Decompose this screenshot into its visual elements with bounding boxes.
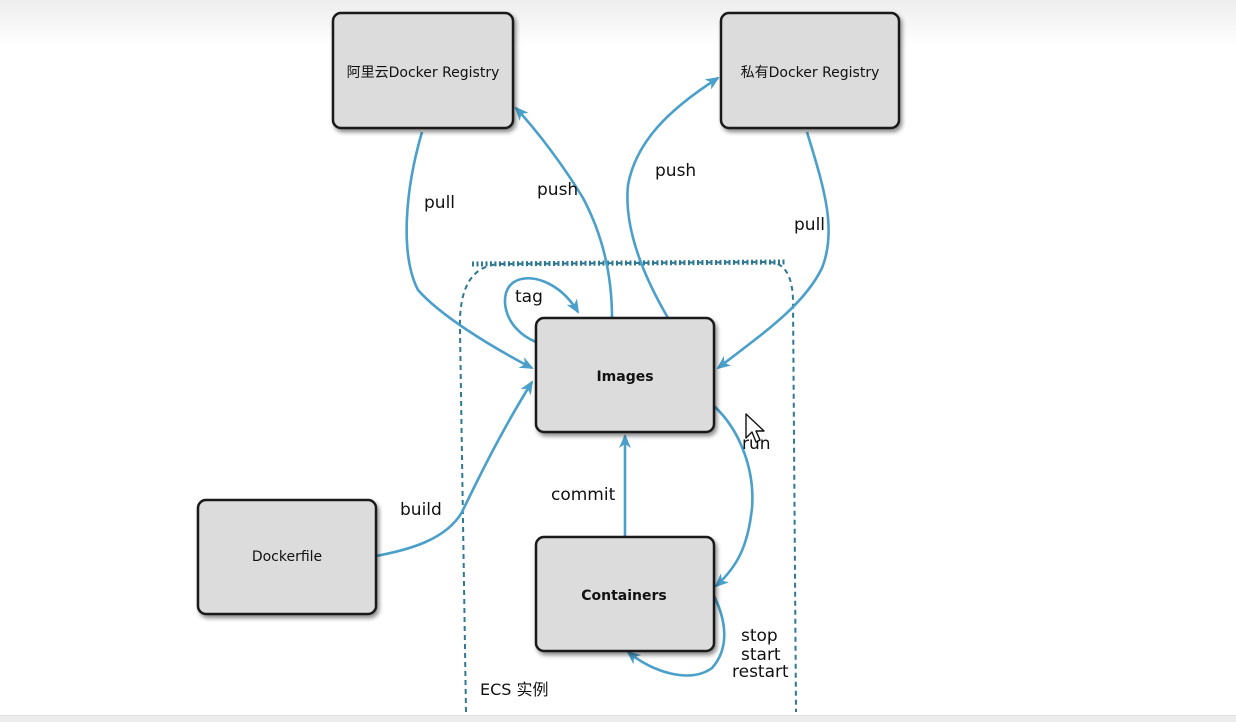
node-private-registry: 私有Docker Registry (719, 11, 901, 130)
edge-pull-from-private (716, 131, 830, 370)
edges (375, 76, 830, 677)
node-aliyun-registry-label: 阿里云Docker Registry (347, 65, 500, 81)
ecs-group-label: ECS 实例 (480, 680, 549, 699)
edge-build (375, 380, 534, 558)
node-containers-label: Containers (581, 588, 667, 604)
edge-container-ops-loop (626, 595, 726, 677)
node-containers: Containers (534, 535, 716, 653)
ecs-instance-group: ECS 实例 (458, 259, 797, 713)
edge-pull-from-aliyun (405, 131, 534, 370)
edge-tag-loop (503, 277, 580, 344)
label-tag: tag (515, 287, 543, 307)
edge-run (713, 405, 754, 588)
label-stop: stop (741, 626, 778, 646)
node-private-registry-label: 私有Docker Registry (741, 65, 880, 81)
node-images-label: Images (596, 369, 653, 385)
ecs-group-top-edge (471, 259, 787, 267)
label-push-to-private: push (655, 161, 696, 181)
label-push-to-aliyun: push (537, 180, 578, 200)
window-bottom-bar (0, 715, 1236, 722)
edge-labels: pull push push pull tag run build commit… (400, 161, 825, 682)
label-restart: restart (732, 662, 789, 682)
node-aliyun-registry: 阿里云Docker Registry (331, 11, 515, 130)
node-images: Images (534, 316, 716, 434)
mouse-pointer-icon (745, 413, 765, 443)
label-build: build (400, 500, 442, 520)
label-commit: commit (551, 485, 616, 505)
edge-push-to-private (626, 76, 720, 319)
window-top-fade (0, 0, 1236, 46)
edge-push-to-aliyun (514, 106, 614, 319)
label-pull-from-aliyun: pull (424, 193, 455, 213)
label-run: run (742, 434, 771, 454)
node-dockerfile: Dockerfile (196, 498, 378, 616)
label-pull-from-private: pull (794, 215, 825, 235)
node-dockerfile-label: Dockerfile (252, 549, 322, 565)
label-start: start (741, 645, 781, 665)
